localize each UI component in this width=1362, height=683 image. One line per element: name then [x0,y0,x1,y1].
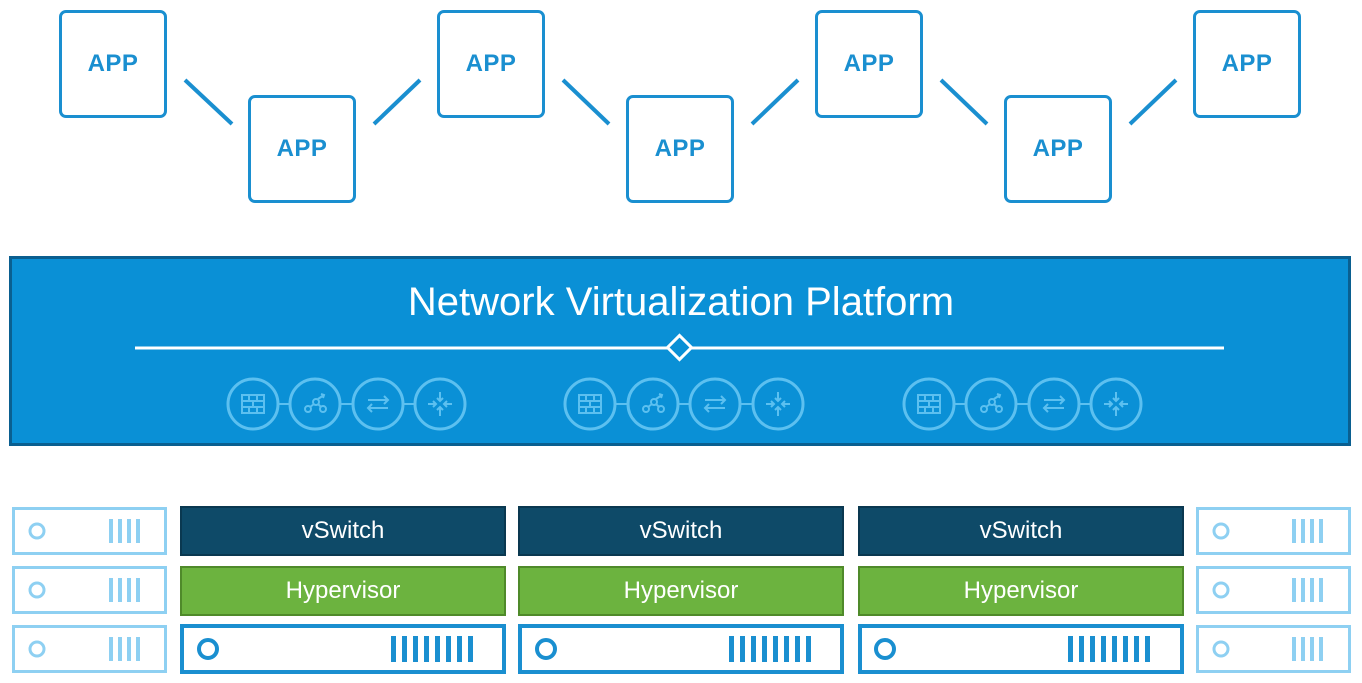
power-dot-icon [874,638,896,660]
app-label: APP [465,50,517,77]
power-dot-icon [197,638,219,660]
routing-icon [751,377,805,431]
side-server [12,566,167,614]
app-connector [561,78,611,126]
app-box: APP [1004,95,1112,203]
power-dot-icon [28,581,46,599]
drive-bays-icon [391,636,1150,662]
firewall-icon [226,377,280,431]
app-connector [372,78,422,126]
switching-icon [351,377,405,431]
switching-icon [688,377,742,431]
app-label: APP [1221,50,1273,77]
vswitch-box: vSwitch [180,506,506,556]
hypervisor-box: Hypervisor [180,566,506,616]
app-connectors [183,78,1178,126]
physical-server [518,624,844,674]
side-server [1196,566,1351,614]
routing-icon [1089,377,1143,431]
side-server [1196,507,1351,555]
platform-diamond [665,333,694,362]
power-dot-icon [1212,640,1230,658]
physical-server [858,624,1184,674]
power-dot-icon [28,522,46,540]
app-connector [750,78,800,126]
power-dot-icon [535,638,557,660]
platform-title: Network Virtualization Platform [407,280,955,324]
app-box: APP [59,10,167,118]
load-balancer-icon [964,377,1018,431]
routing-icon [413,377,467,431]
app-box: APP [437,10,545,118]
side-server [12,625,167,673]
physical-server [180,624,506,674]
hypervisor-box: Hypervisor [518,566,844,616]
service-group-2 [563,377,805,431]
app-box: APP [1193,10,1301,118]
app-connector [939,78,989,126]
vswitch-box: vSwitch [518,506,844,556]
power-dot-icon [28,640,46,658]
app-box: APP [248,95,356,203]
app-label: APP [843,50,895,77]
drive-bays-icon [109,519,1323,661]
side-server [12,507,167,555]
app-connector [1128,78,1178,126]
vswitch-box: vSwitch [858,506,1184,556]
load-balancer-icon [626,377,680,431]
app-box: APP [815,10,923,118]
power-dot-icon [1212,522,1230,540]
app-label: APP [87,50,139,77]
service-group-1 [226,377,467,431]
service-group-3 [902,377,1143,431]
side-server [1196,625,1351,673]
app-connector [183,78,234,126]
app-label: APP [276,135,328,162]
app-box: APP [626,95,734,203]
power-dot-icon [1212,581,1230,599]
app-label: APP [1032,135,1084,162]
app-label: APP [654,135,706,162]
firewall-icon [563,377,617,431]
firewall-icon [902,377,956,431]
switching-icon [1027,377,1081,431]
hypervisor-box: Hypervisor [858,566,1184,616]
load-balancer-icon [288,377,342,431]
